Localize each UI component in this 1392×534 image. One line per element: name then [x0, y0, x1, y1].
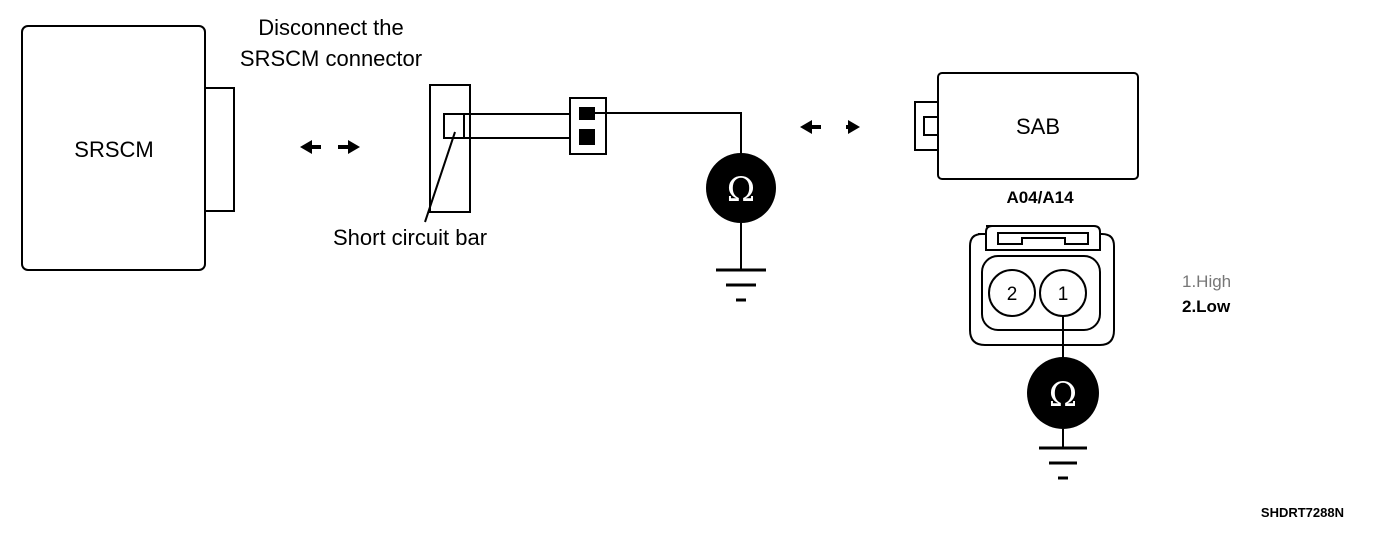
figure-code: SHDRT7288N — [1261, 505, 1344, 520]
ohmmeter-1: Ω — [706, 153, 776, 223]
connector-label: A04/A14 — [1006, 188, 1074, 207]
short-circuit-bar-label: Short circuit bar — [333, 225, 487, 250]
disconnect-arrows-right — [800, 120, 860, 134]
srscm-module: SRSCM — [21, 25, 235, 271]
ground-icon — [1039, 446, 1087, 480]
instruction-line-1: Disconnect the — [258, 15, 404, 40]
test-connector — [569, 97, 607, 155]
sab-module: SAB — [914, 72, 1139, 180]
sab-label: SAB — [1016, 114, 1060, 139]
ground-icon — [716, 268, 766, 302]
pin-1-label: 1 — [1058, 284, 1069, 305]
pin-2-label: 2 — [1007, 284, 1018, 305]
ohm-icon: Ω — [727, 170, 755, 210]
srscm-label: SRSCM — [74, 137, 153, 162]
instruction-line-2: SRSCM connector — [240, 46, 422, 71]
legend-low: 2.Low — [1182, 297, 1231, 316]
legend-high: 1.High — [1182, 272, 1231, 291]
ohm-icon: Ω — [1049, 375, 1077, 415]
short-circuit-bar-connector — [424, 84, 578, 223]
a04-a14-connector: 2 1 — [969, 225, 1115, 346]
disconnect-arrows-left — [300, 140, 360, 154]
ohmmeter-2: Ω — [1027, 357, 1099, 429]
wire-to-ohmmeter-1 — [595, 112, 742, 165]
